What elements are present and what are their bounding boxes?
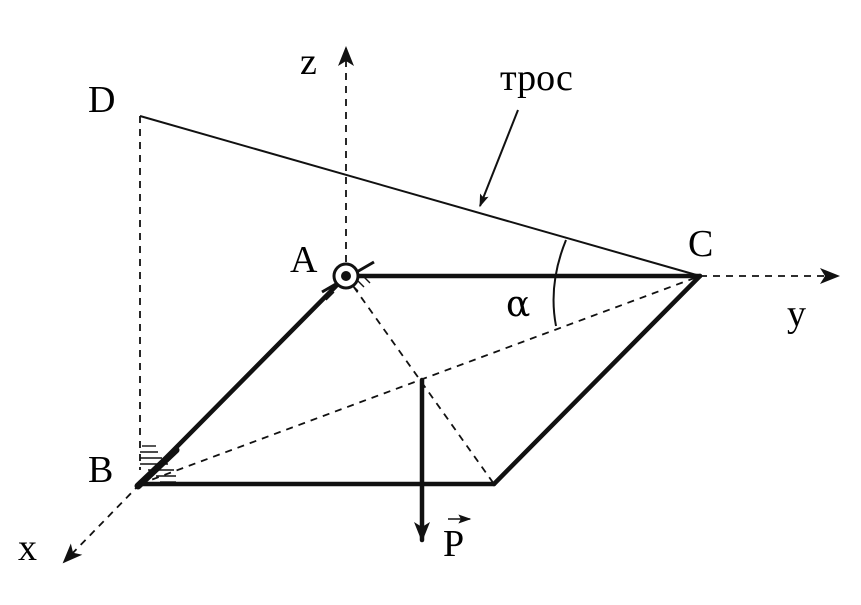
angle-arc (552, 239, 567, 327)
y-axis-label: y (787, 293, 806, 335)
cable-leader-arrow (479, 109, 519, 208)
x-axis (62, 483, 141, 564)
point-d-label: D (88, 79, 115, 121)
point-a-label: A (290, 239, 318, 281)
point-c-label: C (688, 223, 713, 265)
x-axis-label: x (18, 527, 37, 569)
plate-edge-c-corner (491, 273, 703, 487)
cable-line (139, 115, 701, 277)
angle-label: α (506, 284, 530, 325)
diagonal-b-c (139, 275, 701, 485)
point-b-label: B (88, 449, 113, 491)
hinge-a (319, 260, 375, 304)
diagonal-a-corner (345, 275, 495, 485)
force-label: P (443, 523, 464, 565)
support-b (134, 445, 180, 490)
z-axis-label: z (300, 41, 317, 83)
cable-label: трос (500, 57, 573, 99)
